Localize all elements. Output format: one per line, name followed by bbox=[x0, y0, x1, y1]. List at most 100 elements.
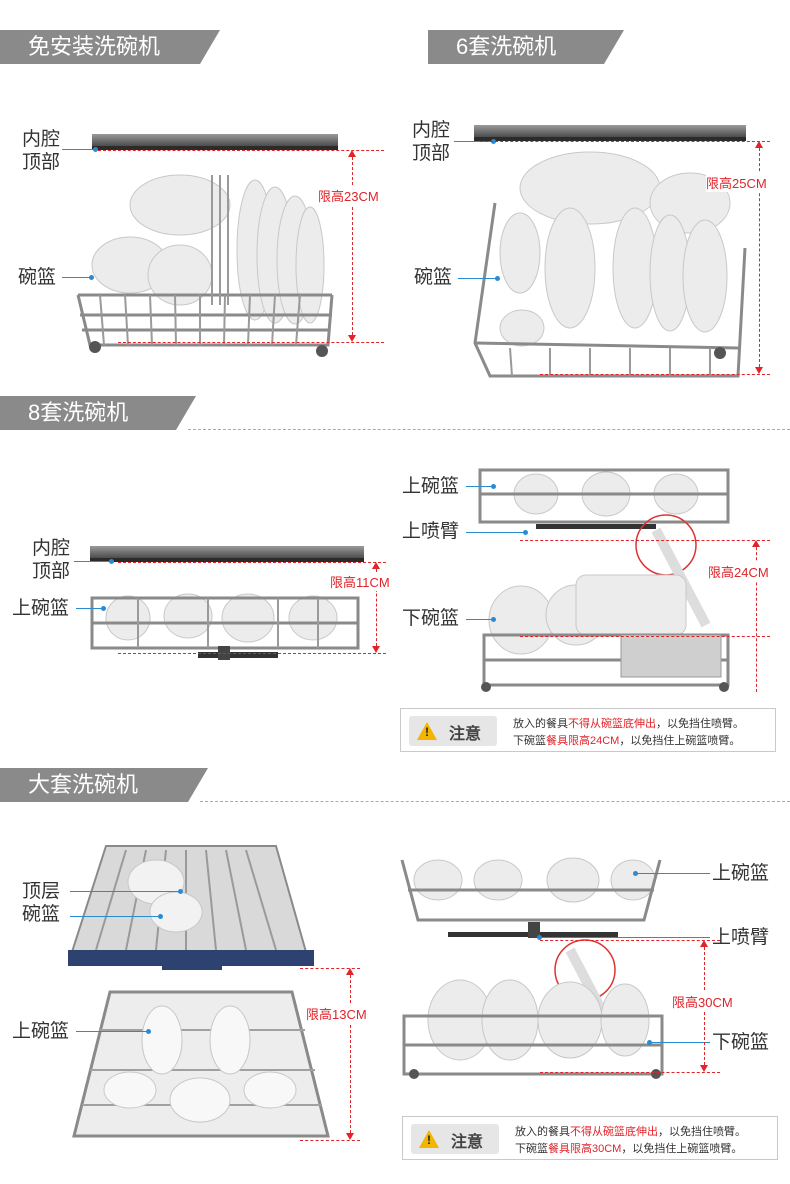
arrow-up-icon bbox=[346, 968, 354, 975]
divider bbox=[200, 801, 790, 802]
arrow-up-icon bbox=[372, 562, 380, 569]
leader-line bbox=[70, 891, 180, 892]
cavity-top-plate bbox=[92, 134, 338, 150]
label-line: 顶层 bbox=[22, 881, 61, 902]
leader-line bbox=[650, 1042, 710, 1043]
notice-text: ，以免挡住上碗篮喷臂。 bbox=[619, 735, 741, 747]
notice-text: ，以免挡住喷臂。 bbox=[656, 718, 744, 730]
section-header-8set: 8套洗碗机 bbox=[0, 396, 790, 430]
notice-line-2: 下碗篮餐具限高30CM，以免挡住上碗篮喷臂。 bbox=[515, 1140, 742, 1156]
dimension-line-vertical bbox=[759, 143, 760, 372]
label-line: 内腔 bbox=[32, 538, 71, 559]
height-limit-label: 限高25CM bbox=[706, 173, 767, 192]
dimension-line-vertical bbox=[376, 564, 377, 651]
dimension-line-bottom bbox=[520, 636, 770, 637]
notice-box: ! 注意 放入的餐具不得从碗篮底伸出，以免挡住喷臂。 下碗篮餐具限高24CM，以… bbox=[400, 708, 776, 752]
notice-text: ，以免挡住上碗篮喷臂。 bbox=[621, 1143, 743, 1155]
arrow-down-icon bbox=[346, 1133, 354, 1140]
arrow-up-icon bbox=[755, 141, 763, 148]
leader-line bbox=[540, 937, 710, 938]
label-cavity-top: 内腔 顶部 bbox=[32, 537, 70, 583]
dimension-line-vertical bbox=[352, 152, 353, 340]
notice-text-red: 不得从碗篮底伸出 bbox=[570, 1126, 658, 1138]
label-line: 顶部 bbox=[412, 143, 451, 164]
notice-text: 放入的餐具 bbox=[515, 1126, 570, 1138]
dimension-line-bottom bbox=[540, 374, 770, 375]
upper-basket-image bbox=[478, 468, 730, 529]
notice-line-1: 放入的餐具不得从碗篮底伸出，以免挡住喷臂。 bbox=[515, 1123, 746, 1139]
dimension-line-bottom bbox=[118, 653, 386, 654]
arrow-down-icon bbox=[700, 1065, 708, 1072]
leader-line bbox=[62, 149, 96, 150]
leader-dot bbox=[178, 889, 183, 894]
notice-text-red: 餐具限高30CM bbox=[548, 1143, 622, 1155]
dimension-line-vertical bbox=[350, 970, 351, 1138]
label-cavity-top: 内腔 顶部 bbox=[412, 119, 450, 165]
notice-title: 注意 bbox=[451, 1134, 484, 1151]
leader-line bbox=[458, 278, 498, 279]
cavity-top-plate bbox=[90, 546, 364, 562]
leader-line bbox=[636, 873, 710, 874]
leader-dot bbox=[495, 276, 500, 281]
leader-dot bbox=[523, 530, 528, 535]
notice-text: ，以免挡住喷臂。 bbox=[658, 1126, 746, 1138]
leader-line bbox=[466, 486, 494, 487]
height-limit-label: 限高13CM bbox=[306, 1004, 367, 1023]
label-upper-basket: 上碗篮 bbox=[402, 476, 460, 497]
height-limit-label: 限高23CM bbox=[318, 186, 379, 205]
label-upper-spray-arm: 上喷臂 bbox=[402, 521, 460, 542]
section-title: 8套洗碗机 bbox=[0, 396, 196, 430]
leader-dot bbox=[146, 1029, 151, 1034]
leader-line bbox=[76, 1031, 148, 1032]
notice-text: 下碗篮 bbox=[513, 735, 546, 747]
section-title: 免安装洗碗机 bbox=[0, 30, 220, 64]
dimension-line-bottom bbox=[540, 1072, 720, 1073]
upper-basket-image bbox=[72, 990, 330, 1138]
label-upper-basket: 上碗篮 bbox=[12, 1021, 70, 1042]
upper-basket-image bbox=[400, 857, 662, 938]
section-header-6set: 6套洗碗机 bbox=[428, 30, 790, 64]
arrow-up-icon bbox=[348, 150, 356, 157]
label-upper-basket: 上碗篮 bbox=[712, 863, 770, 884]
arrow-down-icon bbox=[348, 335, 356, 342]
dimension-line-top bbox=[520, 540, 770, 541]
label-bowl-basket: 碗篮 bbox=[18, 267, 57, 288]
dimension-line-top bbox=[118, 562, 386, 563]
lower-basket-image bbox=[402, 939, 664, 1079]
dishwasher-rack-image bbox=[473, 151, 747, 378]
label-lower-basket: 下碗篮 bbox=[402, 608, 460, 629]
notice-text-red: 不得从碗篮底伸出 bbox=[568, 718, 656, 730]
notice-text: 下碗篮 bbox=[515, 1143, 548, 1155]
leader-dot bbox=[537, 935, 542, 940]
dimension-line-bottom bbox=[300, 1140, 360, 1141]
cavity-top-plate bbox=[474, 125, 746, 141]
top-layer-basket-image bbox=[68, 845, 314, 970]
arrow-down-icon bbox=[755, 367, 763, 374]
divider bbox=[188, 429, 790, 430]
arrow-up-icon bbox=[752, 540, 760, 547]
label-line: 内腔 bbox=[22, 129, 61, 150]
label-cavity-top: 内腔 顶部 bbox=[22, 128, 60, 174]
notice-box: ! 注意 放入的餐具不得从碗篮底伸出，以免挡住喷臂。 下碗篮餐具限高30CM，以… bbox=[402, 1116, 778, 1160]
leader-dot bbox=[101, 606, 106, 611]
dimension-line-top bbox=[540, 940, 720, 941]
warning-icon: ! bbox=[419, 1130, 439, 1148]
leader-dot bbox=[93, 147, 98, 152]
leader-dot bbox=[491, 617, 496, 622]
label-upper-spray-arm: 上喷臂 bbox=[712, 927, 770, 948]
notice-title: 注意 bbox=[449, 726, 482, 743]
section-title: 大套洗碗机 bbox=[0, 768, 208, 802]
notice-badge: ! 注意 bbox=[409, 716, 497, 746]
leader-dot bbox=[89, 275, 94, 280]
label-bowl-basket: 碗篮 bbox=[414, 267, 453, 288]
label-top-layer-basket: 顶层 碗篮 bbox=[22, 880, 60, 926]
leader-line bbox=[454, 141, 494, 142]
warning-mark: ! bbox=[425, 725, 429, 739]
label-line: 内腔 bbox=[412, 120, 451, 141]
height-limit-label: 限高24CM bbox=[708, 562, 769, 581]
arrow-down-icon bbox=[372, 646, 380, 653]
lower-basket-image bbox=[481, 514, 730, 692]
arrow-up-icon bbox=[700, 940, 708, 947]
dimension-line-vertical bbox=[756, 542, 757, 692]
dimension-line-top bbox=[300, 968, 360, 969]
